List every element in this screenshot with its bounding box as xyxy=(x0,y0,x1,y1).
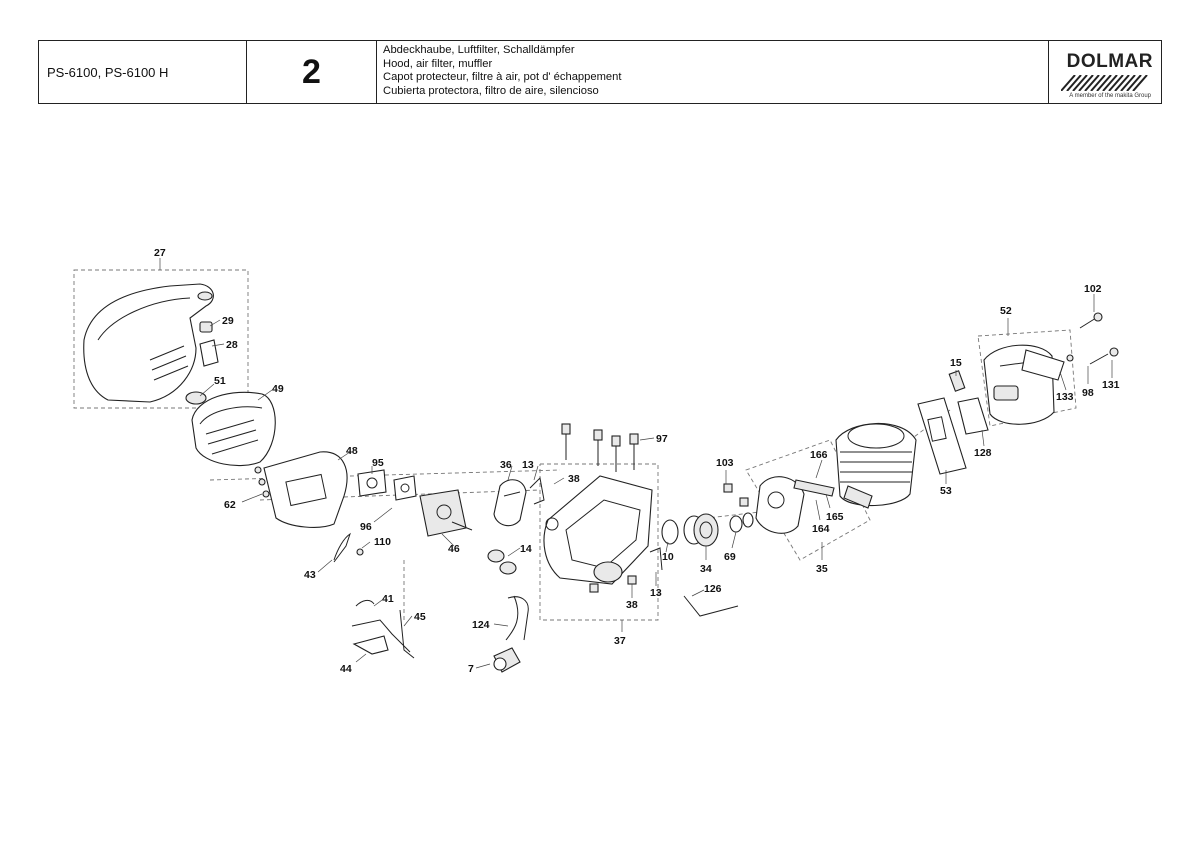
part-label-15: 15 xyxy=(950,357,962,369)
seal-part xyxy=(683,512,754,547)
part-label-97: 97 xyxy=(656,433,668,445)
part-label-95: 95 xyxy=(372,457,384,469)
description-es: Cubierta protectora, filtro de aire, sil… xyxy=(383,84,599,97)
part-label-14: 14 xyxy=(520,543,532,555)
part-label-43: 43 xyxy=(304,569,316,581)
fuel-line-part xyxy=(683,595,739,617)
intake-flange-part xyxy=(723,476,835,534)
muffler-screws-part xyxy=(1066,312,1119,365)
hood-part xyxy=(83,283,214,403)
hood-group-box xyxy=(73,269,249,409)
part-label-126: 126 xyxy=(704,583,722,595)
part-label-96: 96 xyxy=(360,521,372,533)
brand-tagline: A member of the makita Group xyxy=(1069,93,1151,99)
part-label-98: 98 xyxy=(1082,387,1094,399)
part-label-166: 166 xyxy=(810,449,828,461)
part-label-44: 44 xyxy=(340,663,352,675)
part-label-62: 62 xyxy=(224,499,236,511)
description-en: Hood, air filter, muffler xyxy=(383,57,493,70)
part-label-131: 131 xyxy=(1102,379,1120,391)
title-block: PS-6100, PS-6100 H 2 Abdeckhaube, Luftfi… xyxy=(38,40,1162,104)
part-label-45: 45 xyxy=(414,611,426,623)
part-label-128: 128 xyxy=(974,447,992,459)
model-name: PS-6100, PS-6100 H xyxy=(39,41,247,103)
part-label-13-upper: 13 xyxy=(522,459,534,471)
lever-part xyxy=(333,532,415,659)
plate-number: 2 xyxy=(247,41,377,103)
plate-description: Abdeckhaube, Luftfilter, Schalldämpfer H… xyxy=(377,41,1049,103)
part-label-164: 164 xyxy=(812,523,830,535)
part-label-13-lower: 13 xyxy=(650,587,662,599)
part-label-35: 35 xyxy=(816,563,828,575)
part-label-38-upper: 38 xyxy=(568,473,580,485)
part-label-102: 102 xyxy=(1084,283,1102,295)
muffler-gasket-part xyxy=(917,397,989,475)
part-label-110: 110 xyxy=(374,536,391,548)
part-label-48: 48 xyxy=(346,445,358,457)
part-label-29: 29 xyxy=(222,315,234,327)
brand-logo: DOLMAR A member of the makita Group xyxy=(1049,41,1161,103)
description-de: Abdeckhaube, Luftfilter, Schalldämpfer xyxy=(383,44,575,56)
part-label-133: 133 xyxy=(1056,391,1074,403)
part-label-46: 46 xyxy=(448,543,460,555)
muffler-part xyxy=(948,344,1065,425)
brand-name: DOLMAR xyxy=(1066,51,1153,72)
part-label-53: 53 xyxy=(940,485,952,497)
part-label-37: 37 xyxy=(614,635,626,647)
air-filter-part xyxy=(185,391,276,467)
carburetor-part xyxy=(419,489,473,537)
fuel-hose-part xyxy=(493,595,529,673)
leader-lines xyxy=(159,258,1113,669)
crankcase-part xyxy=(543,475,653,585)
muffler-group-box xyxy=(977,329,1077,427)
filter-base-part xyxy=(254,451,348,528)
part-label-36: 36 xyxy=(500,459,512,471)
part-label-165: 165 xyxy=(826,511,844,523)
part-label-34: 34 xyxy=(700,563,712,575)
knob-part xyxy=(199,321,219,367)
part-label-49: 49 xyxy=(272,383,284,395)
part-label-27: 27 xyxy=(154,247,166,259)
part-label-52: 52 xyxy=(1000,305,1012,317)
description-fr: Capot protecteur, filtre à air, pot d' é… xyxy=(383,71,622,84)
part-label-103: 103 xyxy=(716,457,734,469)
part-label-51: 51 xyxy=(214,375,226,387)
part-label-38-lower: 38 xyxy=(626,599,638,611)
crankcase-group-box xyxy=(539,463,659,621)
intake-manifold-part xyxy=(487,479,527,575)
screws-part xyxy=(561,423,639,593)
part-label-7: 7 xyxy=(468,663,474,675)
cylinder-part xyxy=(835,422,917,509)
part-label-69: 69 xyxy=(724,551,736,563)
brand-stripes-icon xyxy=(1061,75,1148,91)
part-label-41: 41 xyxy=(382,593,394,605)
part-label-10: 10 xyxy=(662,551,674,563)
gasket-part xyxy=(357,469,417,501)
bracket-part xyxy=(529,476,679,571)
part-label-28: 28 xyxy=(226,339,238,351)
part-label-124: 124 xyxy=(472,619,490,631)
